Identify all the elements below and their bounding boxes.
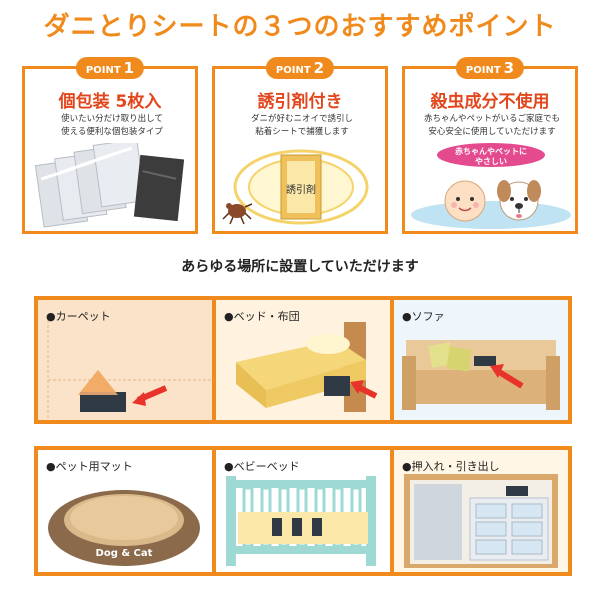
location-label: ●ベッド・布団 [224,310,300,323]
location-label: ●ソファ [402,310,445,323]
point-title: 個包装 5枚入 [58,92,162,112]
baby-face-icon [444,180,486,222]
dog-face-icon [497,180,541,221]
location-sofa: ●ソファ [394,300,568,420]
closet-image [394,450,568,572]
gentle-bubble: 赤ちゃんやペットに やさしい [437,143,545,167]
location-baby-bed: ●ベビーベッド [212,450,394,572]
sofa-image [394,300,568,420]
svg-text:赤ちゃんやペットに: 赤ちゃんやペットに [455,146,527,156]
point-description: 赤ちゃんやペットがいるご家庭でも安心安全に使用していただけます [423,114,560,137]
svg-text:やさしい: やさしい [475,156,507,166]
sheet-label: 誘引剤 [286,183,316,196]
location-carpet: ●カーペット [38,300,212,420]
point-description: ダニが好むニオイで誘引し粘着シートで捕獲します [250,114,353,137]
location-closet-drawer: ●押入れ・引き出し [394,450,568,572]
baby-bed-image [216,450,390,572]
pet-bed-image: Dog & Cat [38,450,212,572]
headline: ダニとりシートの３つのおすすめポイント [43,12,557,42]
attractant-sheet-image: 誘引剤 [222,149,369,225]
location-label: ●ペット用マット [46,460,133,473]
location-bed: ●ベッド・布団 [212,300,394,420]
location-label: ●カーペット [46,310,111,323]
placement-grid-row-1: ●カーペット ●ベッド・布団 ●ソファ [34,296,572,424]
location-pet-mat: ●ペット用マット Dog & Cat [38,450,212,572]
carpet-image [38,300,212,420]
placement-subheading: あらゆる場所に設置していただけます [181,259,419,275]
point-title: 殺虫成分不使用 [430,92,550,112]
bed-text: Dog & Cat [96,548,153,559]
location-label: ●押入れ・引き出し [402,460,500,473]
bed-image [216,300,390,420]
point-title: 誘引剤付き [257,92,343,112]
baby-and-pet-image: 赤ちゃんやペットに やさしい [411,143,571,229]
mite-icon [222,203,253,225]
location-label: ●ベビーベッド [224,460,300,473]
individual-packages-image [34,143,185,228]
placement-grid-row-2: ●ペット用マット Dog & Cat ●ベビーベッド [34,446,572,576]
point-description: 使いたい分だけ取り出して使える便利な個包装タイプ [61,114,163,137]
